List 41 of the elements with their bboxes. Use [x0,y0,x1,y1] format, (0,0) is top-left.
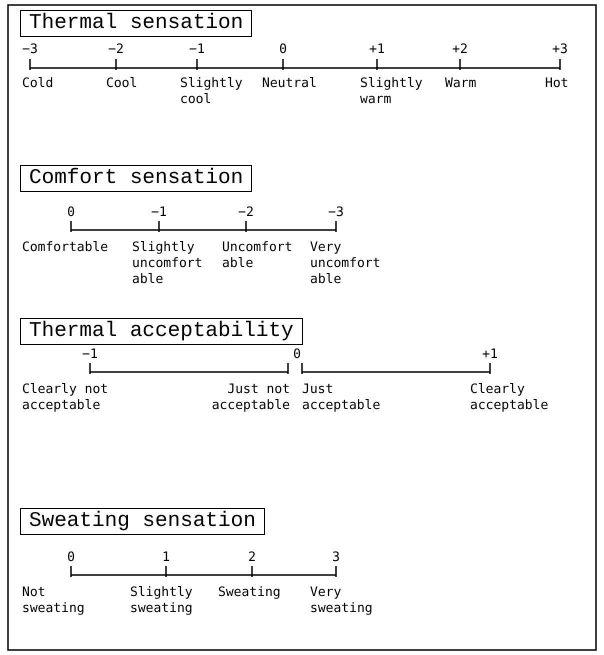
scale-label: Sweating [218,585,282,601]
scale-label: Slightly sweating [130,585,194,617]
scale-value: 2 [248,550,256,566]
scale-label: Clearly not acceptable [22,382,110,414]
scale-label: Very uncomfort able [310,240,382,288]
scale-label: Just acceptable [302,382,382,414]
scale-value: −1 [82,347,98,363]
scale-value: −2 [238,205,254,221]
scale-label: Neutral [262,76,318,92]
scale-value: −3 [22,42,38,58]
scale-title: Sweating sensation [20,508,265,535]
scale-label: Comfortable [22,240,110,256]
scale-label: Uncomfort able [222,240,294,272]
scale-title: Comfort sensation [20,165,252,192]
scale-value: +3 [552,42,568,58]
scale-label: Very sweating [310,585,374,617]
scale-value: −1 [151,205,167,221]
scale-label: Just not acceptable [210,382,290,414]
scale-value: 0 [279,42,287,58]
scale-value: 0 [67,550,75,566]
scale-label: Slightly warm [360,76,424,108]
scale-value: 0 [293,347,301,363]
scale-label: Clearly acceptable [470,382,550,414]
scale-title: Thermal sensation [20,10,252,37]
scale-value: −3 [328,205,344,221]
scale-value: 1 [162,550,170,566]
scale-label: Cool [106,76,138,92]
scale-label: Slightly cool [180,76,244,108]
scale-value: +1 [369,42,385,58]
scale-value: +2 [452,42,468,58]
scale-title: Thermal acceptability [20,318,303,345]
scale-label: Warm [445,76,478,92]
scale-label: Cold [22,76,54,92]
scale-label: Not sweating [22,585,86,617]
scale-value: −2 [108,42,124,58]
scale-value: −1 [189,42,205,58]
scale-value: 3 [332,550,340,566]
scale-value: 0 [67,205,75,221]
scale-label: Slightly uncomfort able [132,240,204,288]
scale-label: Hot [545,76,570,92]
scale-value: +1 [482,347,498,363]
